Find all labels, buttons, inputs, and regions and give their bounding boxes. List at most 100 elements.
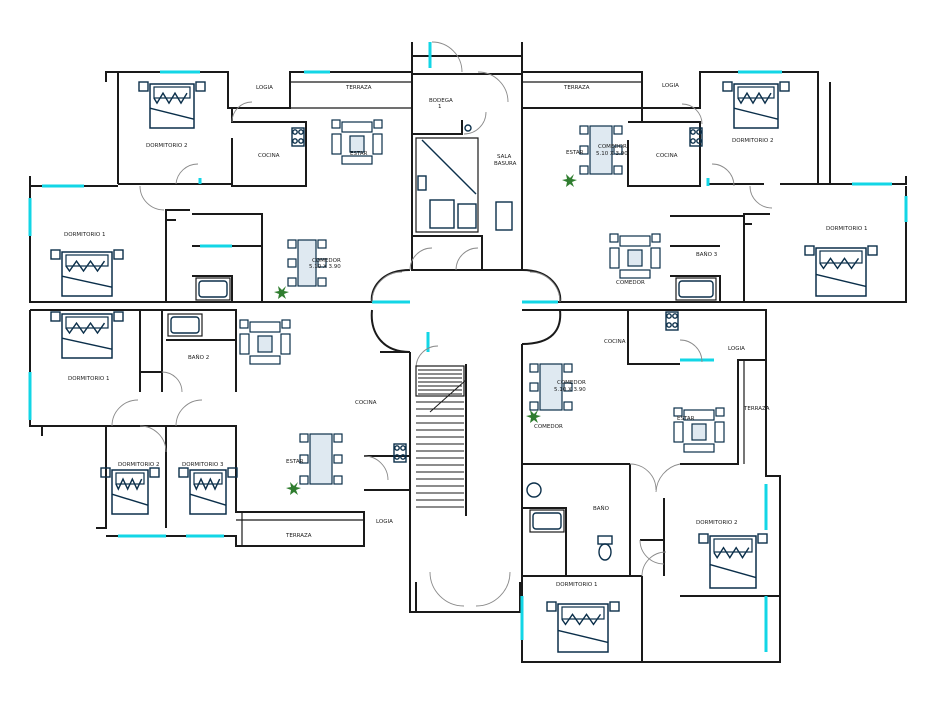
label-comedor-size-upper-left: 5.10 X 3.90 (309, 264, 341, 270)
label-terraza-upper-left: TERRAZA (345, 85, 372, 91)
stove (689, 127, 703, 147)
chair (299, 475, 309, 485)
bed-pillow (713, 538, 753, 553)
bathtub-inner (532, 512, 562, 530)
bed-quilt (115, 477, 143, 491)
room-labels: DORMITORIO 2 LOGIA TERRAZA COCINA ESTAR … (64, 83, 867, 588)
side-table (609, 233, 619, 243)
wall-terrace-top-left (290, 81, 412, 109)
nightstand (195, 81, 206, 92)
label-comedor-size-upper-right: 5.10 X 3.90 (596, 151, 628, 157)
bed (722, 81, 790, 129)
burner (394, 445, 400, 451)
wall-lower-right (521, 309, 781, 663)
side-table (373, 119, 383, 129)
walls (29, 42, 907, 663)
label-dormitorio-3-lower-left: DORMITORIO 3 (182, 462, 224, 468)
label-sala-basura-sala: SALA (497, 154, 512, 160)
side-table (281, 319, 291, 329)
coffee-table (257, 335, 273, 353)
drain (464, 124, 472, 132)
burner (292, 138, 298, 144)
label-dormitorio-1-lower-right: DORMITORIO 1 (556, 582, 597, 588)
dining-table (287, 239, 327, 287)
sofa (341, 121, 373, 133)
burner (690, 138, 696, 144)
chair (563, 401, 573, 411)
label-dormitorio-2-upper-left: DORMITORIO 2 (146, 143, 187, 149)
sofa (249, 355, 281, 365)
chair (529, 382, 539, 392)
coffee-table (691, 423, 707, 441)
armchair (239, 333, 250, 355)
burner (666, 313, 672, 319)
container (457, 203, 477, 229)
chair (287, 258, 297, 268)
door (161, 371, 183, 393)
toilet-bowl (598, 543, 612, 561)
nightstand (178, 467, 189, 478)
door (711, 163, 735, 187)
plants (274, 174, 577, 495)
door (749, 185, 773, 209)
plant-icon (286, 482, 301, 495)
sofa-set (609, 233, 661, 279)
bed (50, 311, 124, 359)
burner (400, 445, 406, 451)
burner (298, 138, 304, 144)
bed-sheet-fold (815, 273, 867, 288)
door (463, 111, 487, 135)
label-comedor-lower-right-2: COMEDOR (534, 424, 563, 430)
label-dormitorio-1-upper-left: DORMITORIO 1 (64, 232, 105, 238)
bed-quilt (65, 259, 106, 273)
label-sala-basura-basura: BASURA (494, 161, 517, 167)
label-dormitorio-1-upper-right: DORMITORIO 1 (826, 226, 867, 232)
sink-basin (526, 482, 542, 498)
label-comedor-center-right: COMEDOR (616, 280, 645, 286)
label-estar-lower-right: ESTAR (677, 416, 695, 422)
chair (333, 475, 343, 485)
burner (400, 454, 406, 460)
door (641, 551, 667, 577)
nightstand (757, 533, 768, 544)
label-bano-2: BAÑO 2 (188, 354, 209, 361)
burner (672, 313, 678, 319)
door (175, 399, 203, 427)
door (363, 455, 389, 481)
bathtub (167, 313, 203, 337)
armchair (280, 333, 291, 355)
armchair (372, 133, 383, 155)
label-comedor-lower-right: COMEDOR (557, 380, 586, 386)
nightstand (113, 249, 124, 260)
dining-table (529, 363, 573, 411)
bathtub-inner (198, 280, 228, 298)
bed-quilt (561, 613, 602, 626)
sofa (249, 321, 281, 333)
plant-icon (274, 286, 289, 299)
plant-icon (562, 174, 577, 187)
wall-core-top (411, 42, 523, 271)
bathtub-outer (529, 509, 565, 533)
burner (666, 322, 672, 328)
label-cocina-upper-right: COCINA (656, 153, 678, 159)
bathtub (529, 509, 565, 533)
label-terraza-upper-right: TERRAZA (563, 85, 590, 91)
label-logia-upper-right: LOGIA (662, 83, 679, 89)
plant-icon (526, 410, 541, 423)
bathtub-inner (678, 280, 714, 298)
nightstand (779, 81, 790, 92)
wall-upper-right (522, 71, 907, 303)
nightstand (804, 245, 815, 256)
table-top (297, 239, 317, 287)
door (111, 399, 139, 427)
bed-sheet-fold (61, 275, 113, 288)
label-logia-lower-left: LOGIA (376, 519, 393, 525)
burner (292, 129, 298, 135)
table-top (309, 433, 333, 485)
door (431, 41, 463, 73)
door (139, 425, 167, 453)
container (429, 199, 455, 229)
chair (287, 239, 297, 249)
door (655, 463, 681, 493)
chair (563, 363, 573, 373)
